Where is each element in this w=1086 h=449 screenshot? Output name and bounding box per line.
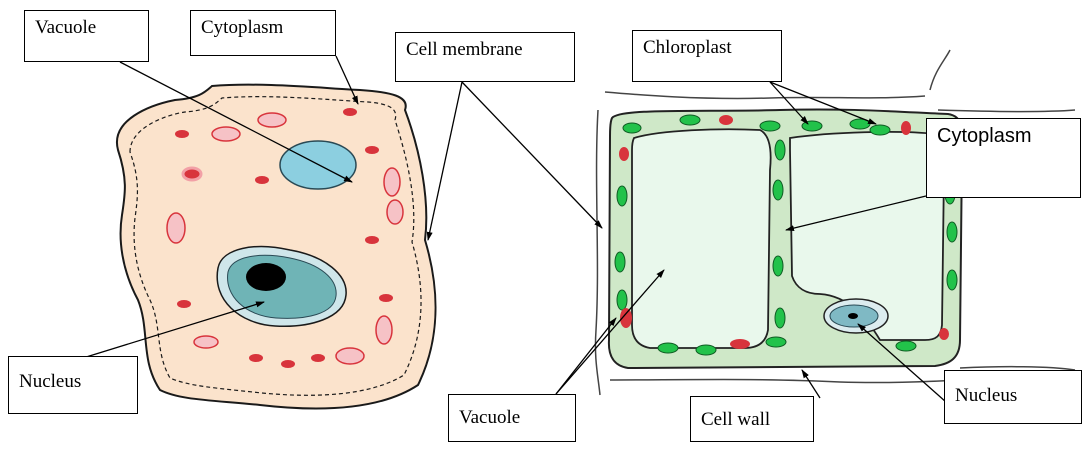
label-cell-wall: Cell wall: [690, 396, 814, 442]
leader-vacuole-plant-2: [556, 318, 616, 394]
label-cytoplasm-animal: Cytoplasm: [190, 10, 336, 56]
label-cytoplasm-plant: Cytoplasm: [926, 118, 1081, 198]
label-chloroplast: Chloroplast: [632, 30, 782, 82]
label-nucleus-animal: Nucleus: [8, 356, 138, 414]
animal-cell-membrane: [117, 85, 436, 409]
label-nucleus-plant: Nucleus: [944, 370, 1082, 424]
leader-membrane-1: [428, 82, 462, 240]
leader-membrane-2: [462, 82, 602, 228]
plant-vacuole-left: [632, 129, 771, 348]
label-vacuole-animal: Vacuole: [24, 10, 149, 62]
label-vacuole-plant: Vacuole: [448, 394, 576, 442]
plant-cell: [595, 50, 1075, 395]
leader-cell-wall: [802, 370, 820, 398]
label-cell-membrane: Cell membrane: [395, 32, 575, 82]
animal-cell: [117, 85, 436, 409]
plant-nucleus: [824, 299, 888, 333]
